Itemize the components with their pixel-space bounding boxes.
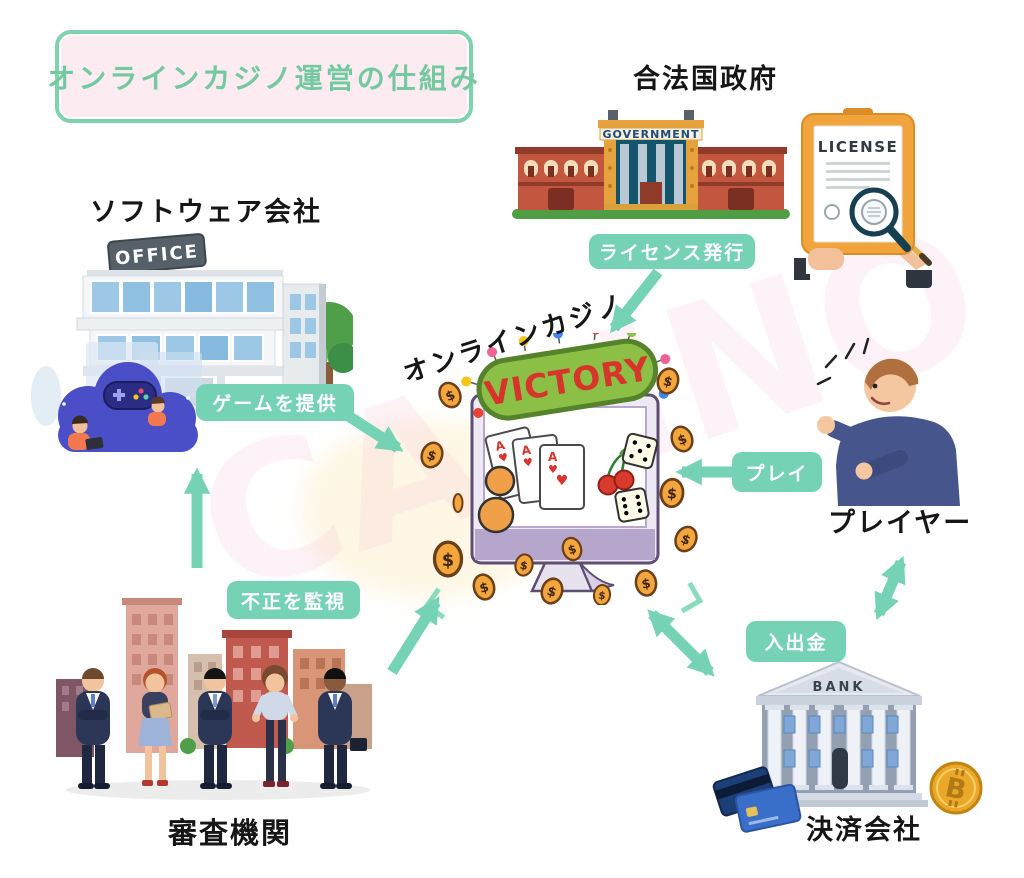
bulb <box>487 347 498 358</box>
label-payment: 決済会社 <box>806 815 922 846</box>
auditor-woman-1 <box>138 668 173 786</box>
center-tower: GOVERNMENT <box>598 110 704 210</box>
orange-chip <box>484 465 516 497</box>
bulb <box>473 407 484 418</box>
bulb <box>660 354 671 365</box>
sparkle-dot-2 <box>186 396 190 400</box>
bulb <box>590 333 601 335</box>
auditor-man-2 <box>198 668 232 789</box>
svg-text:♥: ♥ <box>548 463 558 476</box>
arrow-payments-player <box>873 555 907 621</box>
dice-bottom <box>614 487 650 523</box>
auditor-illustration <box>56 598 372 800</box>
label-software: ソフトウェア会社 <box>90 197 322 228</box>
orange-chip-2 <box>477 496 515 534</box>
auditor-man-3 <box>318 668 367 789</box>
playing-card-front: A ♥ ♥ <box>539 444 585 510</box>
pill-license-issue: ライセンス発行 <box>589 234 755 269</box>
label-auditor: 審査機関 <box>168 816 293 850</box>
svg-text:A: A <box>548 450 558 464</box>
online-casino-illustration: $ A ♥ A ♥ A ♥ ♥ <box>420 333 700 605</box>
player-arm-right <box>862 450 908 478</box>
bitcoin-illustration: B <box>929 761 983 815</box>
bank-columns <box>765 704 913 790</box>
gamepad-icon <box>103 381 157 410</box>
pill-payments: 入出金 <box>746 621 846 662</box>
magnifier-icon <box>849 187 911 252</box>
label-government: 合法国政府 <box>633 64 778 95</box>
svg-text:♥: ♥ <box>556 473 569 489</box>
dev-team-cloud-illustration <box>31 342 202 452</box>
pill-play: プレイ <box>732 452 822 492</box>
arrow-payments-casino <box>647 609 715 677</box>
player-arm-left <box>825 420 869 449</box>
label-player: プレイヤー <box>828 508 973 539</box>
bulb <box>461 376 472 387</box>
card-front <box>734 783 802 833</box>
bank-step-lower <box>750 800 928 807</box>
bulb <box>518 336 529 347</box>
license-text-lines <box>826 162 890 189</box>
player-smile <box>870 396 891 406</box>
player-hair <box>865 358 919 390</box>
bank-sign: BANK <box>813 680 866 695</box>
bank-step-upper <box>756 793 922 800</box>
dice-top <box>621 432 659 470</box>
svg-text:♥: ♥ <box>522 456 533 470</box>
victory-board <box>476 338 659 421</box>
bank-pediment-inner <box>774 668 904 693</box>
pill-monitor-fraud: 不正を監視 <box>227 581 360 619</box>
player-illustration <box>816 337 960 506</box>
player-eye <box>872 383 878 389</box>
license-title: LICENSE <box>818 138 899 156</box>
svg-text:A: A <box>521 443 533 458</box>
pill-provide-games: ゲームを提供 <box>196 384 354 421</box>
credit-cards-illustration <box>712 766 802 833</box>
leaf-decor <box>31 366 61 426</box>
right-wing <box>693 147 787 210</box>
office-sign: OFFICE <box>107 233 207 275</box>
developer-right <box>148 396 166 426</box>
bank-door <box>832 748 848 789</box>
bank-illustration: BANK <box>750 660 928 807</box>
small-stamp <box>824 204 840 220</box>
sparkle-dot <box>62 402 66 406</box>
grass <box>512 209 790 219</box>
holding-hand <box>794 248 844 280</box>
license-illustration: LICENSE <box>794 108 932 288</box>
briefcase <box>350 738 367 751</box>
svg-text:A: A <box>494 438 507 454</box>
svg-text:♥: ♥ <box>497 450 510 465</box>
excitement-lines <box>816 337 870 386</box>
bank-windows <box>783 715 899 768</box>
seal-hatch <box>867 207 881 217</box>
government-building-illustration: GOVERNMENT <box>512 110 790 219</box>
bitcoin-symbol: B <box>942 768 969 808</box>
government-sign: GOVERNMENT <box>603 128 700 141</box>
auditor-man-1 <box>76 668 110 789</box>
scattered-coins <box>420 365 700 605</box>
developer-left <box>68 415 104 450</box>
bank-architrave <box>756 696 922 705</box>
bitcoin-body <box>929 761 983 815</box>
player-hand <box>855 462 873 480</box>
auditor-woman-2 <box>252 665 298 787</box>
bulb <box>552 333 563 339</box>
coin-edge <box>452 493 464 513</box>
page-title: オンラインカジノ運営の仕組み <box>47 61 481 95</box>
player-fist <box>817 416 835 434</box>
bulb <box>626 333 637 338</box>
left-wing <box>515 147 609 210</box>
title-box: オンラインカジノ運営の仕組み <box>47 30 478 123</box>
